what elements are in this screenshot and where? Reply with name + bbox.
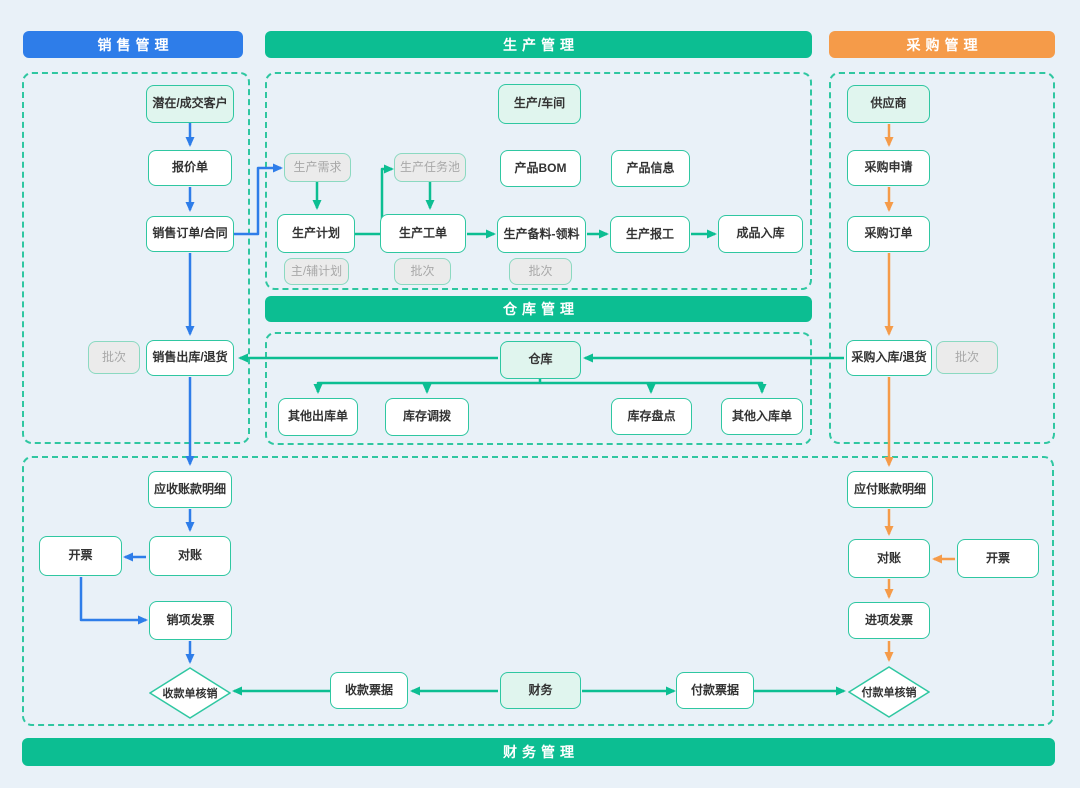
node-receipt-writeoff: 收款单核销 (148, 667, 232, 719)
node-finance: 财务 (500, 672, 581, 709)
header-finance-management: 财务管理 (22, 738, 1055, 766)
node-prod-task-pool: 生产任务池 (394, 153, 466, 182)
badge-material-batch: 批次 (509, 258, 572, 285)
node-payment-bill: 付款票据 (676, 672, 754, 709)
zone-finance (22, 456, 1054, 726)
node-ap-reconcile: 对账 (848, 539, 930, 578)
node-payment-writeoff: 付款单核销 (847, 666, 931, 718)
badge-sales-batch: 批次 (88, 341, 140, 374)
node-warehouse: 仓库 (500, 341, 581, 379)
node-prod-plan: 生产计划 (277, 214, 355, 253)
node-other-outbound: 其他出库单 (278, 398, 358, 436)
node-ap-detail: 应付账款明细 (847, 471, 933, 508)
node-ar-reconcile: 对账 (149, 536, 231, 576)
badge-main-aux-plan: 主/辅计划 (284, 258, 349, 285)
node-purchase-invoice: 进项发票 (848, 602, 930, 639)
header-warehouse-management: 仓库管理 (265, 296, 812, 322)
badge-purchase-batch: 批次 (936, 341, 998, 374)
node-sales-outbound: 销售出库/退货 (146, 340, 234, 376)
node-ar-invoice: 开票 (39, 536, 122, 576)
diamond-shape (847, 666, 931, 718)
badge-work-order-batch: 批次 (394, 258, 451, 285)
node-purchase-request: 采购申请 (847, 150, 930, 186)
node-sales-invoice: 销项发票 (149, 601, 232, 640)
node-prod-material: 生产备料-领料 (497, 216, 586, 253)
header-production-management: 生产管理 (265, 31, 812, 58)
node-product-info: 产品信息 (611, 150, 690, 187)
node-finished-inbound: 成品入库 (718, 215, 803, 253)
node-stock-transfer: 库存调拨 (385, 398, 469, 436)
node-other-inbound: 其他入库单 (721, 398, 803, 435)
header-sales-management: 销售管理 (23, 31, 243, 58)
node-sales-order: 销售订单/合同 (146, 216, 234, 252)
node-ar-detail: 应收账款明细 (148, 471, 232, 508)
node-supplier: 供应商 (847, 85, 930, 123)
node-customer: 潜在/成交客户 (146, 85, 234, 123)
node-prod-demand: 生产需求 (284, 153, 351, 182)
zone-sales (22, 72, 250, 444)
zone-purchase (829, 72, 1055, 444)
diamond-shape (148, 667, 232, 719)
node-quotation: 报价单 (148, 150, 232, 186)
node-prod-work-order: 生产工单 (380, 214, 466, 253)
node-purchase-inbound: 采购入库/退货 (846, 340, 932, 376)
node-workshop: 生产/车间 (498, 84, 581, 124)
header-purchase-management: 采购管理 (829, 31, 1055, 58)
node-purchase-order: 采购订单 (847, 216, 930, 252)
node-ap-invoice: 开票 (957, 539, 1039, 578)
node-receipt-bill: 收款票据 (330, 672, 408, 709)
node-stock-check: 库存盘点 (611, 398, 692, 435)
node-prod-report: 生产报工 (610, 216, 690, 253)
node-product-bom: 产品BOM (500, 150, 581, 187)
zone-warehouse (265, 332, 812, 445)
